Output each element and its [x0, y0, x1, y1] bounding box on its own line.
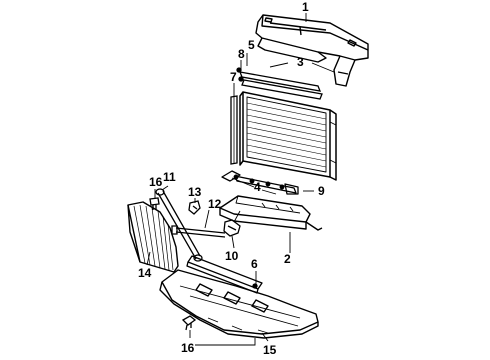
callout-13: 13 [188, 185, 202, 199]
callout-9: 9 [318, 184, 325, 198]
callout-16-lower: 16 [181, 341, 195, 355]
callout-labels: 1 3 5 8 7 4 9 2 10 12 13 11 16 14 6 16 1… [138, 0, 325, 357]
side-air-deflector [127, 201, 179, 273]
deflector-bar [186, 255, 263, 294]
push-in-fastener-lower [181, 315, 197, 331]
radiator-core-fins [246, 102, 327, 168]
side-air-deflector-ribs [133, 204, 174, 271]
callout-16-upper: 16 [149, 175, 163, 189]
radiator-side-seal [230, 95, 238, 165]
callout-15: 15 [263, 343, 277, 357]
radiator-core [239, 91, 337, 181]
leader-lines [146, 13, 335, 346]
callout-2: 2 [284, 252, 291, 266]
lower-radiator-support [219, 195, 323, 231]
callout-10: 10 [225, 249, 239, 263]
diagonal-brace-rod [155, 188, 203, 262]
small-clip [188, 200, 201, 215]
callout-5: 5 [248, 38, 255, 52]
callout-4: 4 [254, 180, 261, 194]
lower-air-deflector [159, 269, 319, 339]
support-bracket [223, 219, 241, 237]
upper-radiator-support [255, 14, 369, 87]
callout-6: 6 [251, 257, 258, 271]
callout-12: 12 [208, 197, 222, 211]
callout-7: 7 [230, 70, 237, 84]
callout-14: 14 [138, 266, 152, 280]
radiator-side-baffles [236, 67, 323, 100]
callout-8: 8 [238, 47, 245, 61]
callout-11: 11 [163, 170, 176, 184]
callout-1: 1 [302, 0, 309, 14]
callout-3: 3 [297, 55, 304, 69]
